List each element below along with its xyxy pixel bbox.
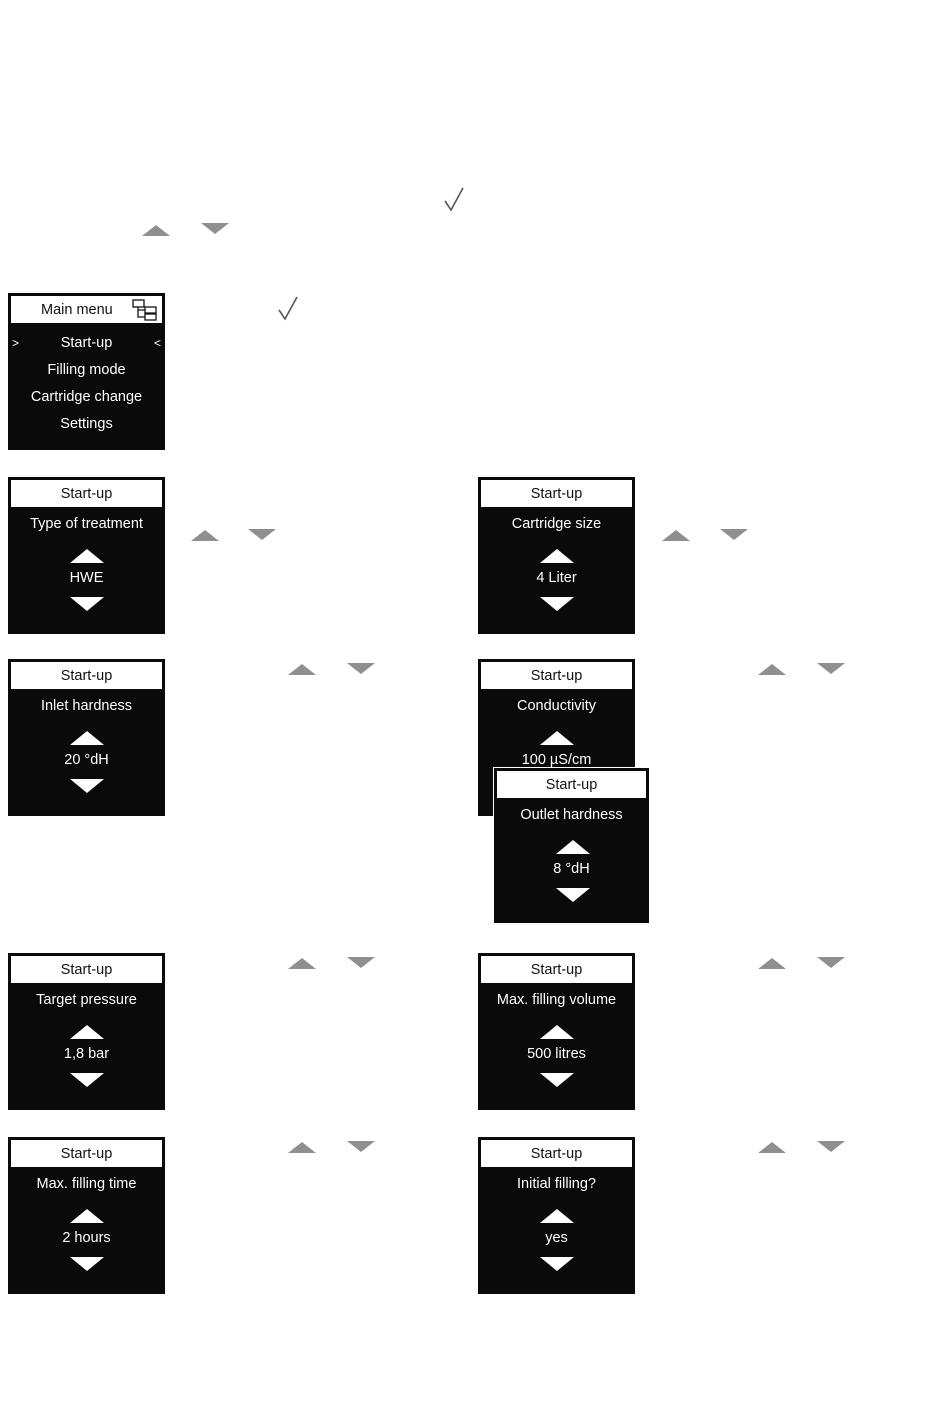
- arrow-up-icon: [288, 664, 316, 675]
- menu-item-filling-mode[interactable]: Filling mode: [47, 362, 126, 378]
- arrow-up-icon: [288, 958, 316, 969]
- selection-marker-right: <: [154, 336, 162, 350]
- screen-max-filling-volume: Start-up Max. filling volume 500 litres: [478, 953, 635, 1110]
- check-icon: [278, 296, 298, 321]
- screen-label: Max. filling volume: [496, 992, 617, 1008]
- selection-marker-left: >: [12, 336, 20, 350]
- arrow-down-icon: [248, 529, 276, 540]
- screen-value: 8 °dH: [553, 861, 590, 877]
- screen-value: 4 Liter: [536, 570, 577, 586]
- screen-header: Start-up: [481, 1140, 632, 1167]
- arrow-down-icon: [201, 223, 229, 234]
- menu-item-start-up[interactable]: Start-up: [60, 335, 113, 351]
- arrow-up-icon: [758, 664, 786, 675]
- value-up-icon[interactable]: [70, 1025, 104, 1039]
- screen-value: yes: [545, 1230, 568, 1246]
- screen-value: 2 hours: [62, 1230, 111, 1246]
- value-down-icon[interactable]: [540, 1257, 574, 1271]
- screen-label: Target pressure: [36, 992, 137, 1008]
- value-down-icon[interactable]: [540, 597, 574, 611]
- screen-label: Inlet hardness: [40, 698, 133, 714]
- screen-value: 20 °dH: [64, 752, 109, 768]
- arrow-up-icon: [142, 225, 170, 236]
- value-up-icon[interactable]: [556, 840, 590, 854]
- screen-header: Start-up: [11, 662, 162, 689]
- value-down-icon[interactable]: [556, 888, 590, 902]
- arrow-down-icon: [817, 957, 845, 968]
- screen-label: Outlet hardness: [520, 807, 623, 823]
- menu-tree-icon: [132, 299, 157, 321]
- arrow-up-icon: [288, 1142, 316, 1153]
- screen-label: Cartridge size: [511, 516, 602, 532]
- screen-value: 100 µS/cm: [521, 752, 592, 768]
- screen-type-of-treatment: Start-up Type of treatment HWE: [8, 477, 165, 634]
- value-down-icon[interactable]: [70, 779, 104, 793]
- arrow-up-icon: [758, 1142, 786, 1153]
- screen-max-filling-time: Start-up Max. filling time 2 hours: [8, 1137, 165, 1294]
- value-up-icon[interactable]: [540, 549, 574, 563]
- value-up-icon[interactable]: [540, 1209, 574, 1223]
- screen-value: 1,8 bar: [63, 1046, 110, 1062]
- value-down-icon[interactable]: [540, 1073, 574, 1087]
- arrow-down-icon: [817, 663, 845, 674]
- screen-header: Start-up: [11, 956, 162, 983]
- arrow-down-icon: [720, 529, 748, 540]
- screen-label: Conductivity: [517, 698, 596, 714]
- screen-cartridge-size: Start-up Cartridge size 4 Liter: [478, 477, 635, 634]
- screen-header: Start-up: [481, 480, 632, 507]
- value-up-icon[interactable]: [70, 731, 104, 745]
- arrow-down-icon: [817, 1141, 845, 1152]
- screen-initial-filling: Start-up Initial filling? yes: [478, 1137, 635, 1294]
- arrow-up-icon: [662, 530, 690, 541]
- value-down-icon[interactable]: [70, 1257, 104, 1271]
- main-menu-title: Main menu: [41, 301, 113, 318]
- screen-label: Max. filling time: [36, 1176, 137, 1192]
- screen-header: Start-up: [481, 956, 632, 983]
- value-up-icon[interactable]: [540, 1025, 574, 1039]
- screen-value: HWE: [69, 570, 104, 586]
- screen-header: Start-up: [11, 480, 162, 507]
- screen-inlet-hardness: Start-up Inlet hardness 20 °dH: [8, 659, 165, 816]
- screen-header: Start-up: [481, 662, 632, 689]
- check-icon: [444, 187, 464, 212]
- arrow-up-icon: [758, 958, 786, 969]
- arrow-down-icon: [347, 663, 375, 674]
- screen-value: 500 litres: [527, 1046, 586, 1062]
- screen-header: Start-up: [11, 1140, 162, 1167]
- value-up-icon[interactable]: [540, 731, 574, 745]
- screen-target-pressure: Start-up Target pressure 1,8 bar: [8, 953, 165, 1110]
- value-up-icon[interactable]: [70, 549, 104, 563]
- screen-label: Type of treatment: [30, 516, 143, 532]
- screen-header: Start-up: [497, 771, 646, 798]
- arrow-up-icon: [191, 530, 219, 541]
- menu-item-settings[interactable]: Settings: [60, 416, 113, 432]
- main-menu-screen: Main menu > < Start-up Filling mode Cart…: [8, 293, 165, 450]
- arrow-down-icon: [347, 1141, 375, 1152]
- screen-label: Initial filling?: [517, 1176, 596, 1192]
- arrow-down-icon: [347, 957, 375, 968]
- menu-item-cartridge-change[interactable]: Cartridge change: [30, 389, 143, 405]
- value-down-icon[interactable]: [70, 1073, 104, 1087]
- value-up-icon[interactable]: [70, 1209, 104, 1223]
- value-down-icon[interactable]: [70, 597, 104, 611]
- screen-outlet-hardness: Start-up Outlet hardness 8 °dH: [493, 767, 650, 924]
